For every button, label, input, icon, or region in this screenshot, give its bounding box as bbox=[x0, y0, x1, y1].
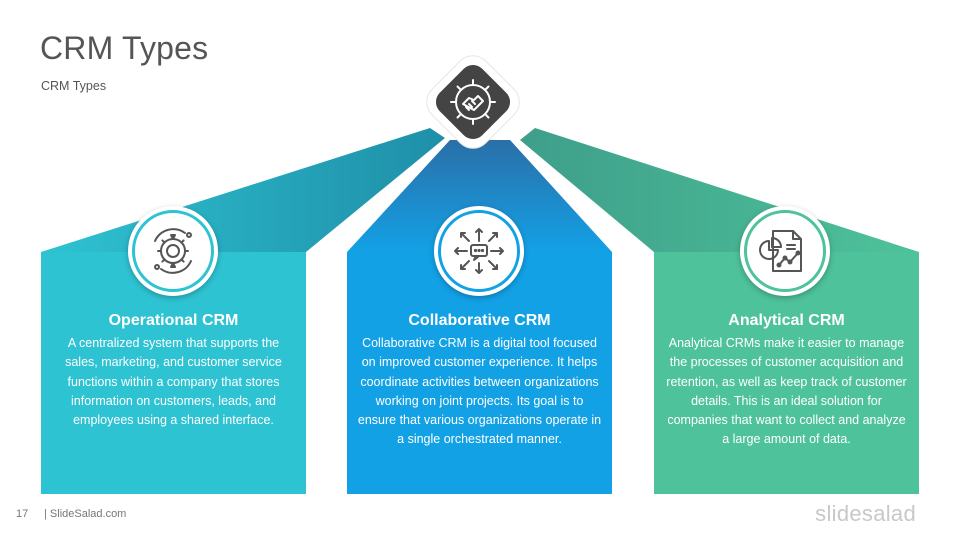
panel-title: Operational CRM bbox=[108, 312, 239, 329]
footer-site: | SlideSalad.com bbox=[44, 508, 127, 520]
panel-description: Analytical CRMs make it easier to manage… bbox=[666, 336, 907, 447]
analytical-icon-badge bbox=[740, 206, 830, 296]
panel-operational: Operational CRM A centralized system tha… bbox=[41, 252, 306, 494]
panel-description: A centralized system that supports the s… bbox=[65, 336, 282, 428]
handshake-gear-icon bbox=[426, 55, 520, 149]
page-title: CRM Types bbox=[40, 30, 209, 66]
page-number: 17 bbox=[16, 508, 29, 520]
beam-middle bbox=[347, 140, 612, 252]
panel-description: Collaborative CRM is a digital tool focu… bbox=[357, 336, 602, 447]
panel-title: Analytical CRM bbox=[728, 312, 845, 329]
operational-icon-badge bbox=[128, 206, 218, 296]
page-subtitle: CRM Types bbox=[41, 79, 107, 93]
gear-cycle-icon bbox=[154, 228, 192, 274]
panel-title: Collaborative CRM bbox=[408, 312, 551, 329]
report-chart-icon bbox=[759, 230, 802, 272]
chat-arrows-icon bbox=[454, 228, 504, 274]
collaborative-icon-badge bbox=[434, 206, 524, 296]
brand-logo: slidesalad bbox=[815, 501, 916, 526]
